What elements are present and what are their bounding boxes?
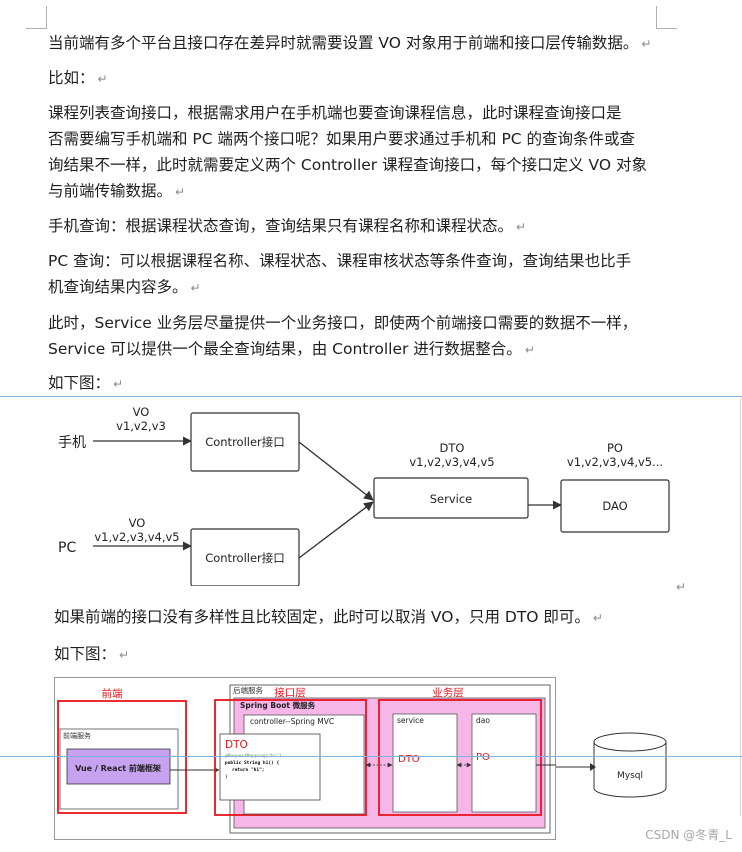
service-label: service (397, 716, 424, 725)
screenshot-top-border (0, 396, 742, 397)
paragraph-4: 手机查询：根据课程状态查询，查询结果只有课程名称和课程状态。↵ (48, 217, 527, 235)
vo-dto-po-diagram: 手机 PC VO v1,v2,v3 VO v1,v2,v3,v4,v5 Cont… (58, 405, 670, 586)
business-layer-title: 业务层 (432, 686, 464, 699)
frontend-service-label: 前端服务 (63, 731, 91, 740)
csdn-watermark: CSDN @冬青_L (645, 828, 732, 842)
mysql-arrow (556, 763, 596, 771)
controller-bottom-to-service-arrow (298, 501, 374, 559)
phone-label: 手机 (58, 435, 86, 451)
paragraph-mark: ↵ (97, 72, 108, 86)
paragraph-6: 此时，Service 业务层尽量提供一个业务接口，即使两个前端接口需要的数据不一… (48, 314, 638, 358)
frontend-title: 前端 (102, 687, 123, 700)
vo-bottom-title: VO (129, 516, 146, 530)
dao-box (471, 713, 537, 813)
po-arrow-label: PO (476, 752, 490, 763)
po-fields: v1,v2,v3,v4,v5... (567, 455, 663, 469)
paragraph-mark: ↵ (175, 185, 186, 199)
controller-bottom-label: Controller接口 (205, 551, 285, 565)
code-line-2: public String hi() { (225, 760, 279, 766)
page-corner-mark-left (26, 6, 47, 29)
dao-label: DAO (602, 499, 627, 513)
paragraph-mark: ↵ (641, 37, 652, 51)
interface-layer-red-box (214, 699, 367, 816)
dto-title: DTO (440, 441, 465, 455)
vo-top-title: VO (133, 405, 150, 419)
dao-label: dao (476, 716, 490, 725)
paragraph-mark: ↵ (676, 580, 687, 594)
mysql-label: Mysql (617, 771, 643, 781)
page-corner-mark-right (656, 6, 677, 29)
po-title: PO (607, 441, 623, 455)
paragraph-mark: ↵ (190, 281, 201, 295)
screenshot-overlay-line (0, 756, 742, 757)
dto-red-label: DTO (225, 739, 248, 751)
code-line-3: return "hi"; (232, 767, 265, 773)
service-label: Service (430, 492, 473, 506)
frontend-framework-box (66, 748, 171, 785)
dto-fields: v1,v2,v3,v4,v5 (409, 455, 494, 469)
service-box (392, 713, 458, 813)
springboot-label: Spring Boot 微服务 (240, 700, 316, 710)
dto-code-box (219, 733, 321, 801)
interface-layer-title: 接口层 (274, 686, 306, 699)
paragraph-mark: ↵ (524, 343, 535, 357)
mysql-cylinder-body (593, 742, 667, 798)
paragraph-1: 当前端有多个平台且接口存在差异时就需要设置 VO 对象用于前端和接口层传输数据。… (48, 34, 652, 52)
controller-top-to-service-arrow (298, 441, 374, 501)
vo-bottom-fields: v1,v2,v3,v4,v5 (94, 530, 179, 544)
frontend-red-box (57, 700, 187, 814)
service-box (373, 477, 529, 519)
dto-arrow-label: DTO (398, 754, 420, 765)
paragraph-8: 如果前端的接口没有多样性且比较固定，此时可以取消 VO，只用 DTO 即可。↵ (54, 608, 603, 626)
screenshot-right-border (740, 396, 741, 816)
paragraph-7: 如下图：↵ (48, 374, 124, 392)
paragraph-mark: ↵ (516, 220, 527, 234)
dao-box (560, 479, 670, 533)
architecture-diagram: 前端 前端服务 Vue / React 前端框架 后端服务 Spring Boo… (54, 677, 556, 840)
paragraph-mark: ↵ (113, 377, 124, 391)
controller-top-label: Controller接口 (205, 435, 285, 449)
pc-label: PC (58, 540, 76, 556)
paragraph-3: 课程列表查询接口，根据需求用户在手机端也要查询课程信息，此时课程查询接口是否需要… (48, 104, 647, 200)
paragraph-2: 比如：↵ (48, 69, 108, 87)
mysql-database: Mysql (593, 732, 667, 798)
frontend-framework-label: Vue / React 前端框架 (75, 763, 161, 773)
backend-service-label: 后端服务 (233, 685, 263, 695)
business-layer-red-box (378, 699, 542, 816)
controller-label: controller--Spring MVC (250, 717, 334, 726)
paragraph-9: 如下图：↵ (54, 645, 130, 663)
paragraph-5: PC 查询：可以根据课程名称、课程状态、课程审核状态等条件查询，查询结果也比手机… (48, 252, 632, 296)
vo-top-fields: v1,v2,v3 (116, 419, 166, 433)
paragraph-mark: ↵ (592, 611, 603, 625)
paragraph-mark: ↵ (119, 648, 130, 662)
code-line-4: } (225, 774, 228, 780)
